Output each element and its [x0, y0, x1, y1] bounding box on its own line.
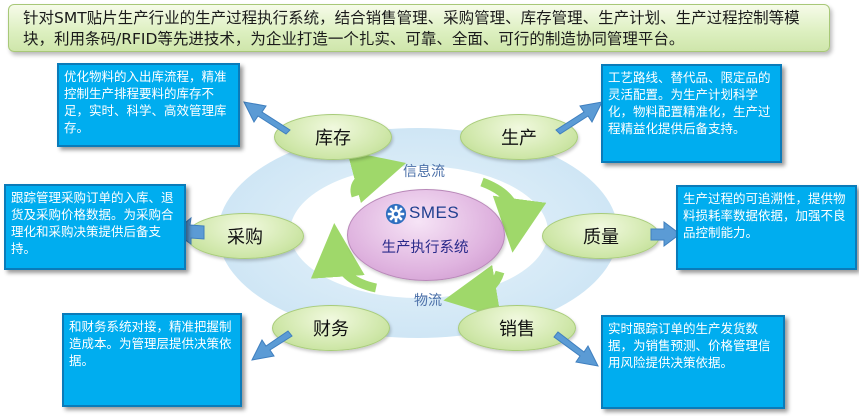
- node-production-label: 生产: [501, 128, 537, 149]
- cycle-arrow-top: [346, 150, 407, 204]
- node-inventory: 库存: [274, 114, 392, 160]
- node-finance: 财务: [272, 305, 390, 351]
- node-quality-label: 质量: [583, 227, 619, 248]
- node-sales: 销售: [458, 305, 576, 351]
- node-quality: 质量: [542, 213, 660, 259]
- cycle-arrow-bottom: [443, 264, 505, 319]
- node-production: 生产: [460, 114, 578, 160]
- node-purchasing-label: 采购: [227, 227, 263, 248]
- desc-quality: 生产过程的可追溯性，提供物料损耗率数据依据，加强不良品控制能力。: [676, 185, 857, 270]
- arrow-sales: [553, 331, 599, 367]
- desc-purchasing: 跟踪管理采购订单的入库、退货及采购价格数据。为采购合理化和采购决策提供后备支持。: [4, 184, 186, 270]
- center-ellipse: [347, 189, 505, 281]
- summary-banner: 针对SMT贴片生产行业的生产过程执行系统，结合销售管理、采购管理、库存管理、生产…: [8, 4, 830, 52]
- arrow-quality: [650, 221, 681, 247]
- node-finance-label: 财务: [313, 319, 349, 340]
- brand-label: SMES: [409, 203, 460, 222]
- info-flow-label: 信息流: [403, 164, 445, 180]
- desc-inventory: 优化物料的入出库流程，精准控制生产排程要料的库存不足，实时、科学、高效管理库存。: [57, 63, 240, 147]
- desc-sales: 实时跟踪订单的生产发货数据，为销售预测、价格管理信用风险提供决策依据。: [601, 315, 785, 409]
- arrow-inventory: [243, 101, 291, 135]
- node-sales-label: 销售: [499, 319, 535, 340]
- material-flow-label: 物流: [414, 293, 442, 309]
- system-name: 生产执行系统: [381, 240, 469, 256]
- arrow-finance: [251, 330, 293, 361]
- arrow-production: [555, 101, 603, 135]
- desc-finance: 和财务系统对接，精准把握制造成本。为管理层提供决策依据。: [62, 313, 242, 407]
- desc-production: 工艺路线、替代品、限定品的灵活配置。为生产计划科学化，物料配置精准化，生产过程精…: [601, 64, 782, 163]
- cycle-arrow-right: [480, 177, 547, 253]
- gear-icon: [385, 203, 407, 225]
- node-purchasing: 采购: [186, 213, 304, 259]
- node-inventory-label: 库存: [315, 128, 351, 149]
- cycle-arrow-left: [310, 223, 378, 293]
